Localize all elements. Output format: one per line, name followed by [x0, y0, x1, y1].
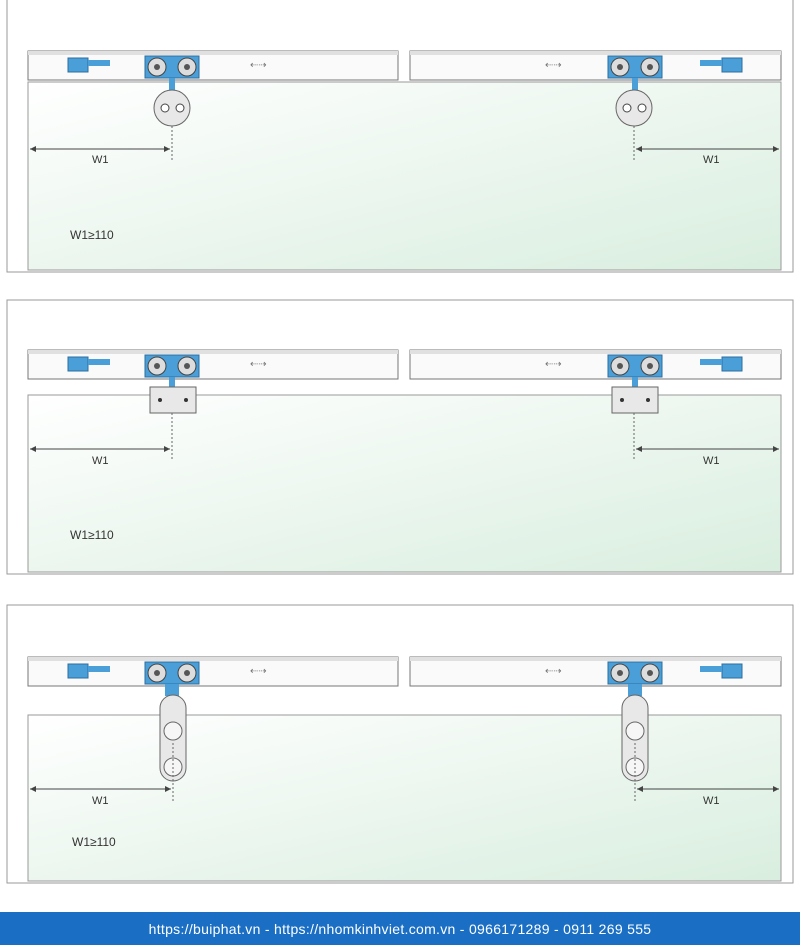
long-clamp-icon	[159, 694, 187, 782]
glass-panel	[27, 714, 782, 882]
diagram-panel-3: ⇠⇢ ⇠⇢ W1 W1	[0, 603, 800, 888]
svg-text:⇠⇢: ⇠⇢	[250, 666, 267, 677]
glass-panel	[27, 394, 782, 573]
dimension-label-right: W1	[703, 455, 720, 467]
condition-label: W1≥110	[70, 228, 114, 242]
glass-panel	[27, 81, 782, 271]
svg-text:⇠⇢: ⇠⇢	[545, 60, 562, 71]
long-clamp-icon	[621, 694, 649, 782]
roller-carriage-icon	[607, 55, 663, 90]
roller-carriage-icon	[607, 354, 663, 387]
stopper-icon	[67, 663, 110, 679]
diagram-panel-2: ⇠⇢ ⇠⇢ W1 W1 W1≥110	[0, 298, 800, 578]
stopper-icon	[700, 57, 743, 73]
condition-label: W1≥110	[70, 528, 114, 542]
dimension-label-right: W1	[703, 795, 720, 807]
square-clamp-icon	[149, 386, 197, 414]
square-clamp-icon	[611, 386, 659, 414]
dimension-label-left: W1	[92, 455, 109, 467]
roller-carriage-icon	[144, 661, 200, 696]
round-clamp-icon	[153, 89, 191, 127]
stopper-icon	[700, 356, 743, 372]
dimension-label-left: W1	[92, 154, 109, 166]
diagram-panel-1: ⇠⇢ ⇠⇢ W	[0, 0, 800, 280]
roller-carriage-icon	[144, 354, 200, 387]
roller-carriage-icon	[144, 55, 200, 90]
diagram-drawing-3: ⇠⇢ ⇠⇢	[6, 604, 794, 884]
svg-text:⇠⇢: ⇠⇢	[545, 666, 562, 677]
svg-text:⇠⇢: ⇠⇢	[250, 359, 267, 370]
top-rail-left	[27, 50, 399, 81]
footer-banner: https://buiphat.vn - https://nhomkinhvie…	[0, 912, 800, 945]
stopper-icon	[700, 663, 743, 679]
stopper-icon	[67, 57, 110, 73]
dimension-label-left: W1	[92, 795, 109, 807]
stopper-icon	[67, 356, 110, 372]
svg-text:⇠⇢: ⇠⇢	[250, 60, 267, 71]
roller-carriage-icon	[607, 661, 663, 696]
footer-text[interactable]: https://buiphat.vn - https://nhomkinhvie…	[148, 920, 652, 937]
diagram-drawing-1: ⇠⇢ ⇠⇢	[6, 0, 794, 273]
dimension-label-right: W1	[703, 154, 720, 166]
round-clamp-icon	[615, 89, 653, 127]
svg-text:⇠⇢: ⇠⇢	[545, 359, 562, 370]
diagram-drawing-2: ⇠⇢ ⇠⇢	[6, 299, 794, 575]
condition-label: W1≥110	[72, 835, 116, 849]
